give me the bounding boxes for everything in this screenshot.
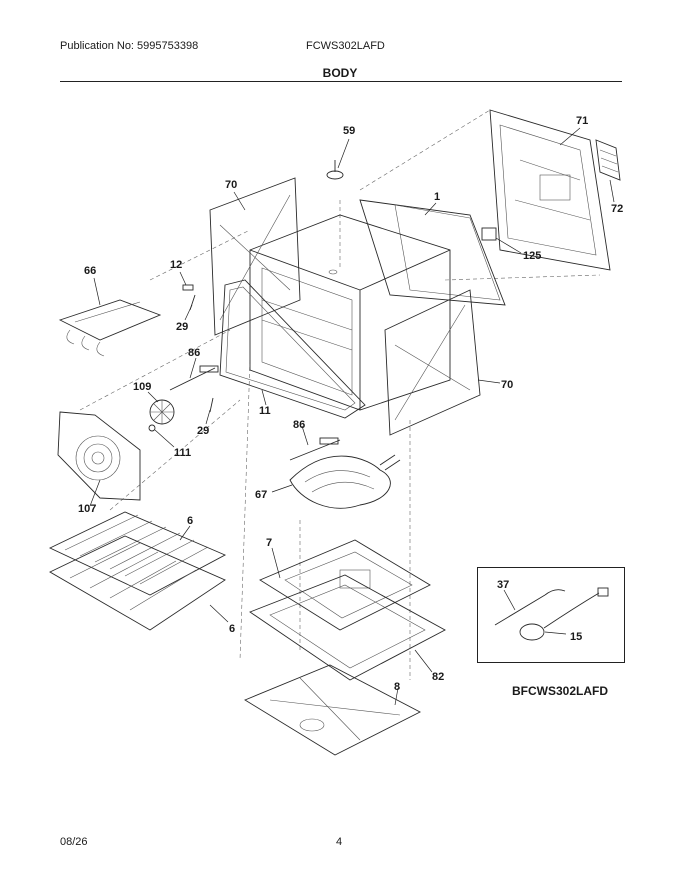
vent-72 bbox=[595, 139, 621, 181]
component-59 bbox=[326, 160, 344, 180]
oven-rack-6-lower bbox=[49, 535, 226, 631]
publication-number: Publication No: 5995753398 bbox=[60, 40, 199, 52]
section-title: BODY bbox=[322, 66, 358, 80]
model-number: FCWS302LAFD bbox=[306, 40, 385, 52]
probe-inset-box bbox=[477, 567, 625, 663]
side-panel-70-right bbox=[384, 289, 481, 436]
probe-37 bbox=[494, 589, 566, 626]
assembly-guide-lines bbox=[79, 109, 601, 680]
callout-59: 59 bbox=[343, 125, 355, 137]
callout-125: 125 bbox=[523, 250, 541, 262]
callout-labels: 59 71 70 1 72 125 66 12 29 86 109 29 111… bbox=[78, 115, 623, 693]
sensor-86-upper bbox=[169, 365, 219, 391]
callout-15: 15 bbox=[570, 631, 582, 643]
leader-lines bbox=[89, 127, 615, 706]
callout-82: 82 bbox=[432, 671, 444, 683]
callout-6-upper: 6 bbox=[187, 515, 193, 527]
callout-71: 71 bbox=[576, 115, 588, 127]
callout-29-lower: 29 bbox=[197, 425, 209, 437]
oven-rack-6-upper bbox=[48, 511, 227, 596]
door-gasket-11 bbox=[219, 279, 366, 419]
callout-37: 37 bbox=[497, 579, 509, 591]
callout-70-left: 70 bbox=[225, 179, 237, 191]
inset-model-label: BFCWS302LAFD bbox=[512, 684, 609, 698]
connector-125 bbox=[481, 227, 497, 241]
convection-cover-107 bbox=[57, 411, 141, 501]
callout-72: 72 bbox=[611, 203, 623, 215]
oven-cavity bbox=[249, 214, 451, 411]
callout-70-right: 70 bbox=[501, 379, 513, 391]
callout-86-upper: 86 bbox=[188, 347, 200, 359]
nut-111 bbox=[148, 424, 156, 432]
header-rule bbox=[60, 81, 622, 82]
callout-29-upper: 29 bbox=[176, 321, 188, 333]
bottom-cover-8 bbox=[244, 664, 421, 756]
bottom-panel-7 bbox=[259, 539, 431, 631]
callout-86-lower: 86 bbox=[293, 419, 305, 431]
callout-11: 11 bbox=[259, 405, 271, 417]
harness-15 bbox=[519, 587, 609, 641]
base-tray-82 bbox=[249, 574, 446, 681]
broil-rack-66 bbox=[58, 299, 162, 357]
callout-107: 107 bbox=[78, 503, 96, 515]
back-wrap-1 bbox=[359, 199, 506, 306]
callout-67: 67 bbox=[255, 489, 267, 501]
side-panel-70-left bbox=[209, 177, 301, 336]
fan-blade-109 bbox=[149, 399, 175, 425]
sensor-86-lower bbox=[289, 437, 341, 461]
callout-1: 1 bbox=[434, 191, 440, 203]
callout-66: 66 bbox=[84, 265, 96, 277]
callout-109: 109 bbox=[133, 381, 151, 393]
callout-6-lower: 6 bbox=[229, 623, 235, 635]
bake-element-67 bbox=[289, 454, 401, 509]
small-fastener-12 bbox=[182, 284, 194, 291]
footer-date: 08/26 bbox=[60, 836, 88, 848]
callout-7: 7 bbox=[266, 537, 272, 549]
page-number: 4 bbox=[336, 836, 343, 848]
callout-12: 12 bbox=[170, 259, 182, 271]
screw-29-lower bbox=[209, 397, 214, 413]
callout-111: 111 bbox=[174, 447, 191, 459]
rear-panel-71 bbox=[489, 109, 611, 271]
callout-8: 8 bbox=[394, 681, 400, 693]
